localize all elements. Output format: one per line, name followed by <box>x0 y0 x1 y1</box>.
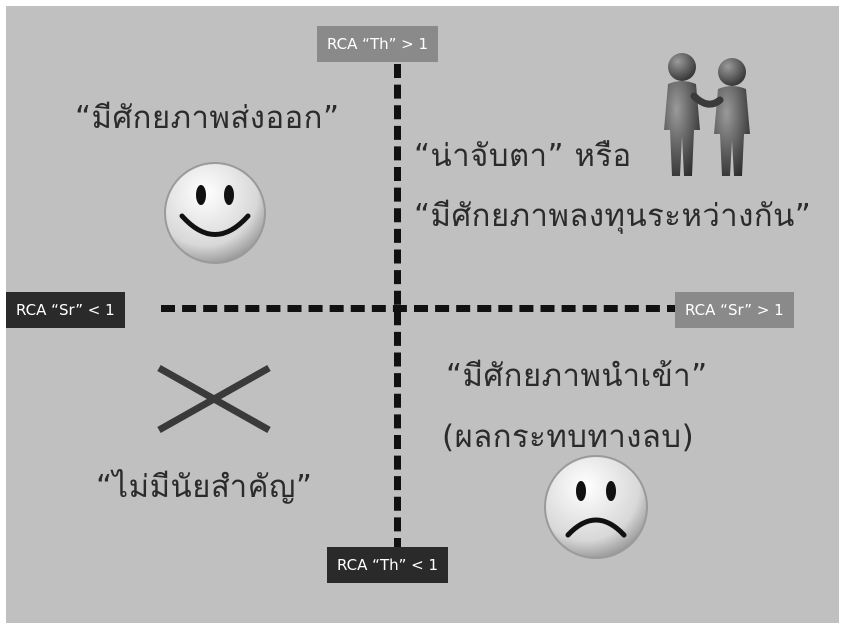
sr-high-label: RCA “Sr” > 1 <box>675 292 794 328</box>
sad-face-icon <box>544 455 648 559</box>
handshake-figures-icon <box>664 53 750 176</box>
sr-low-label: RCA “Sr” < 1 <box>6 292 125 328</box>
not-significant-text: “ไม่มีนัยสำคัญ” <box>96 469 313 505</box>
th-high-label: RCA “Th” > 1 <box>317 26 439 62</box>
th-low-label: RCA “Th” < 1 <box>327 547 449 583</box>
cross-mark-icon <box>157 364 271 434</box>
investment-potential-text: “มีศักยภาพลงทุนระหว่างกัน” <box>414 198 812 234</box>
negative-impact-text: (ผลกระทบทางลบ) <box>442 419 695 455</box>
smiley-face-icon <box>164 162 266 264</box>
import-potential-text: “มีศักยภาพนำเข้า” <box>446 358 708 394</box>
quadrant-slide: RCA “Th” > 1 RCA “Th” < 1 RCA “Sr” < 1 R… <box>6 6 839 623</box>
export-potential-text: “มีศักยภาพส่งออก” <box>75 100 340 136</box>
horizontal-axis <box>161 305 681 312</box>
watch-text: “น่าจับตา” หรือ <box>414 138 632 174</box>
